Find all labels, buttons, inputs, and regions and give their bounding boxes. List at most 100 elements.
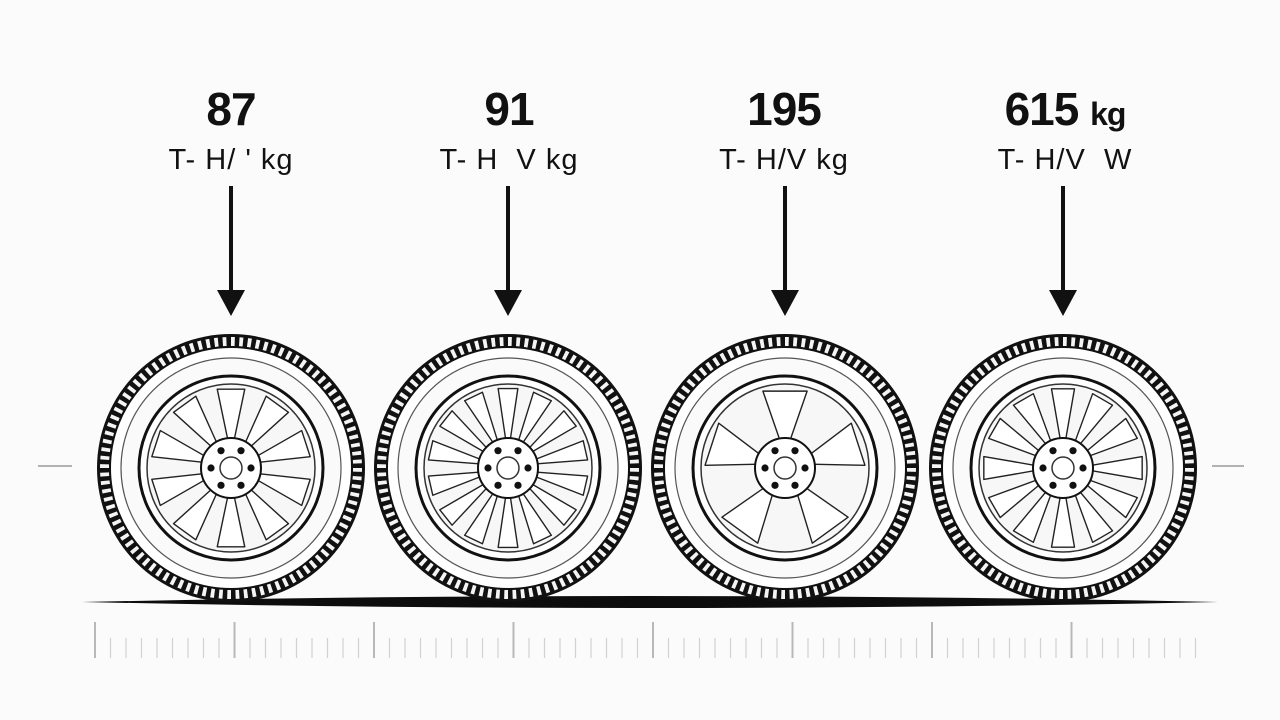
tread-block <box>1070 337 1076 347</box>
tread-block <box>100 472 110 477</box>
tread-block <box>106 422 117 429</box>
tread-block <box>659 503 670 511</box>
tread-block <box>162 571 170 582</box>
tire-label-4: 615 kg T- H/V W <box>945 84 1185 177</box>
tread-block <box>347 499 358 506</box>
tread-block <box>629 468 639 472</box>
tread-block <box>1033 586 1040 597</box>
tread-block <box>709 567 718 577</box>
speed-load-label: T- H V kg <box>439 144 579 176</box>
tread-block <box>997 352 1006 363</box>
tread-block <box>662 511 673 519</box>
tread-block <box>987 567 996 577</box>
tread-block <box>660 422 671 429</box>
tread-block <box>686 378 696 388</box>
tread-block <box>575 359 584 369</box>
tread-block <box>330 535 340 544</box>
tread-block <box>623 425 634 433</box>
tread-block <box>351 483 361 489</box>
tread-block <box>1120 573 1129 584</box>
tread-block <box>259 585 265 596</box>
tread-block <box>734 345 742 356</box>
tread-block <box>392 525 403 534</box>
tread-block <box>317 375 327 385</box>
tread-block <box>117 399 128 407</box>
tread-block <box>111 518 122 526</box>
tread-block <box>940 511 951 519</box>
tread-block <box>905 483 915 489</box>
tread-block <box>155 567 164 577</box>
tread-block <box>108 511 119 519</box>
speed-load-label: T- H/V kg <box>719 144 849 176</box>
ground-shadow <box>82 596 1218 608</box>
tread-block <box>100 464 110 468</box>
tread-block <box>1029 340 1035 351</box>
tread-block <box>1162 535 1172 544</box>
tread-block <box>1164 395 1175 404</box>
tread-block <box>579 564 588 575</box>
tread-block <box>1149 375 1159 385</box>
tread-block <box>959 385 969 394</box>
tread-block <box>418 557 428 567</box>
tread-block <box>932 480 943 486</box>
tread-block <box>886 395 897 404</box>
tread-block <box>1184 475 1194 481</box>
tread-block <box>900 425 911 433</box>
tread-block <box>1083 587 1089 598</box>
tread-block <box>551 580 559 591</box>
tread-block <box>1159 388 1170 397</box>
tread-block <box>624 499 635 506</box>
lug-nut <box>791 447 799 455</box>
tread-block <box>585 559 595 569</box>
tread-block <box>100 480 111 486</box>
tread-block <box>789 589 794 599</box>
tread-block <box>1086 339 1093 350</box>
tread-block <box>1184 459 1194 464</box>
lug-nut <box>484 464 492 472</box>
tread-block <box>941 414 952 422</box>
tread-block <box>719 352 728 363</box>
tread-block <box>657 496 668 502</box>
tread-block <box>340 410 351 418</box>
tread-block <box>122 392 132 401</box>
tread-block <box>457 345 465 356</box>
tread-block <box>828 580 836 591</box>
tread-block <box>1166 529 1177 537</box>
tread-block <box>379 438 390 445</box>
tread-block <box>1179 499 1190 506</box>
tread-block <box>281 577 289 588</box>
lug-nut <box>801 464 809 472</box>
tread-block <box>302 564 311 575</box>
tread-block <box>482 338 488 349</box>
tread-block <box>101 488 112 494</box>
tread-block <box>235 589 240 599</box>
tread-block <box>1054 337 1059 347</box>
tread-block <box>377 480 388 486</box>
tread-block <box>381 430 392 437</box>
tread-block <box>852 359 861 369</box>
tread-block <box>138 372 148 382</box>
tread-block <box>949 399 960 407</box>
tread-block <box>539 341 546 352</box>
tread-block <box>1184 468 1194 472</box>
tread-block <box>193 584 200 595</box>
tread-block <box>377 472 387 477</box>
tread-block <box>627 442 638 448</box>
load-value: 87 <box>206 83 256 135</box>
tread-block <box>712 356 721 367</box>
tread-block <box>669 525 680 534</box>
tread-block <box>1102 343 1109 354</box>
tread-block <box>320 548 330 558</box>
tread-block <box>1140 559 1150 569</box>
tread-block <box>597 548 607 558</box>
tread-block <box>797 588 803 599</box>
tread-block <box>102 438 113 445</box>
tread-block <box>792 337 798 347</box>
tread-block <box>1174 514 1185 522</box>
tread-block <box>767 337 773 348</box>
tread-block <box>1045 337 1051 348</box>
tread-block <box>1181 491 1192 498</box>
tread-block <box>906 475 916 481</box>
tread-block <box>723 575 732 586</box>
tread-block <box>349 491 360 498</box>
